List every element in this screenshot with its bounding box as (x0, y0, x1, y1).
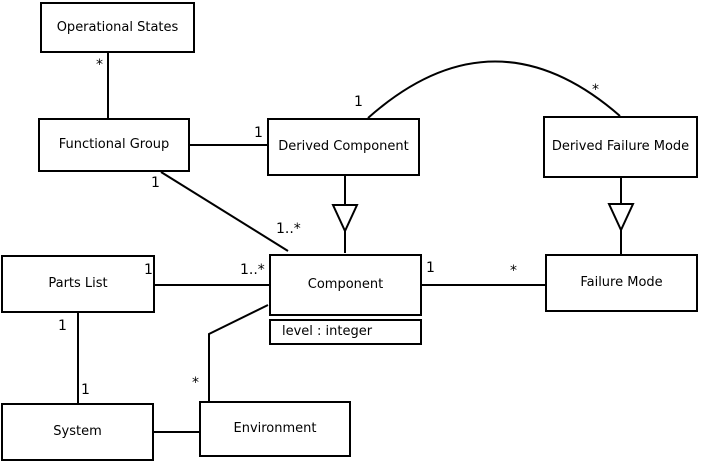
class-box-derived-failure-mode[interactable]: Derived Failure Mode (543, 116, 698, 178)
generalization-triangle-icon (607, 203, 635, 233)
generalization-triangle-icon (331, 204, 359, 234)
class-box-failure-mode[interactable]: Failure Mode (545, 254, 698, 312)
multiplicity-label: 1 (58, 318, 67, 334)
class-box-component[interactable]: Component (269, 254, 422, 316)
class-box-derived-component[interactable]: Derived Component (267, 118, 420, 176)
multiplicity-label: * (510, 263, 517, 279)
class-attribute-compartment-component[interactable]: level : integer (269, 319, 422, 345)
class-name-label: Component (307, 277, 384, 293)
attribute-label: level : integer (282, 324, 373, 340)
multiplicity-label: 1 (254, 125, 263, 141)
multiplicity-label: 1..* (276, 221, 301, 237)
association-arc-derived-component-derived-failure-mode (367, 60, 621, 119)
class-box-system[interactable]: System (1, 403, 154, 461)
class-box-environment[interactable]: Environment (199, 401, 351, 457)
class-box-operational-states[interactable]: Operational States (40, 2, 195, 53)
multiplicity-label: 1 (426, 260, 435, 276)
multiplicity-label: 1 (354, 94, 363, 110)
association-functional-group-component (160, 171, 289, 252)
multiplicity-label: 1 (81, 382, 90, 398)
association-environment-component (208, 304, 269, 401)
class-name-label: Parts List (48, 276, 108, 292)
class-name-label: System (53, 424, 102, 440)
class-name-label: Derived Component (278, 139, 409, 155)
class-name-label: Derived Failure Mode (551, 139, 690, 155)
class-name-label: Operational States (56, 19, 179, 35)
multiplicity-label: 1 (151, 175, 160, 191)
multiplicity-label: * (192, 375, 199, 391)
class-box-parts-list[interactable]: Parts List (1, 255, 155, 313)
multiplicity-label: * (96, 57, 103, 73)
multiplicity-label: * (592, 82, 599, 98)
class-name-label: Functional Group (58, 137, 170, 153)
class-name-label: Environment (233, 421, 317, 437)
multiplicity-label: 1..* (240, 262, 265, 278)
class-name-label: Failure Mode (580, 275, 663, 291)
multiplicity-label: 1 (144, 262, 153, 278)
class-box-functional-group[interactable]: Functional Group (38, 118, 190, 172)
